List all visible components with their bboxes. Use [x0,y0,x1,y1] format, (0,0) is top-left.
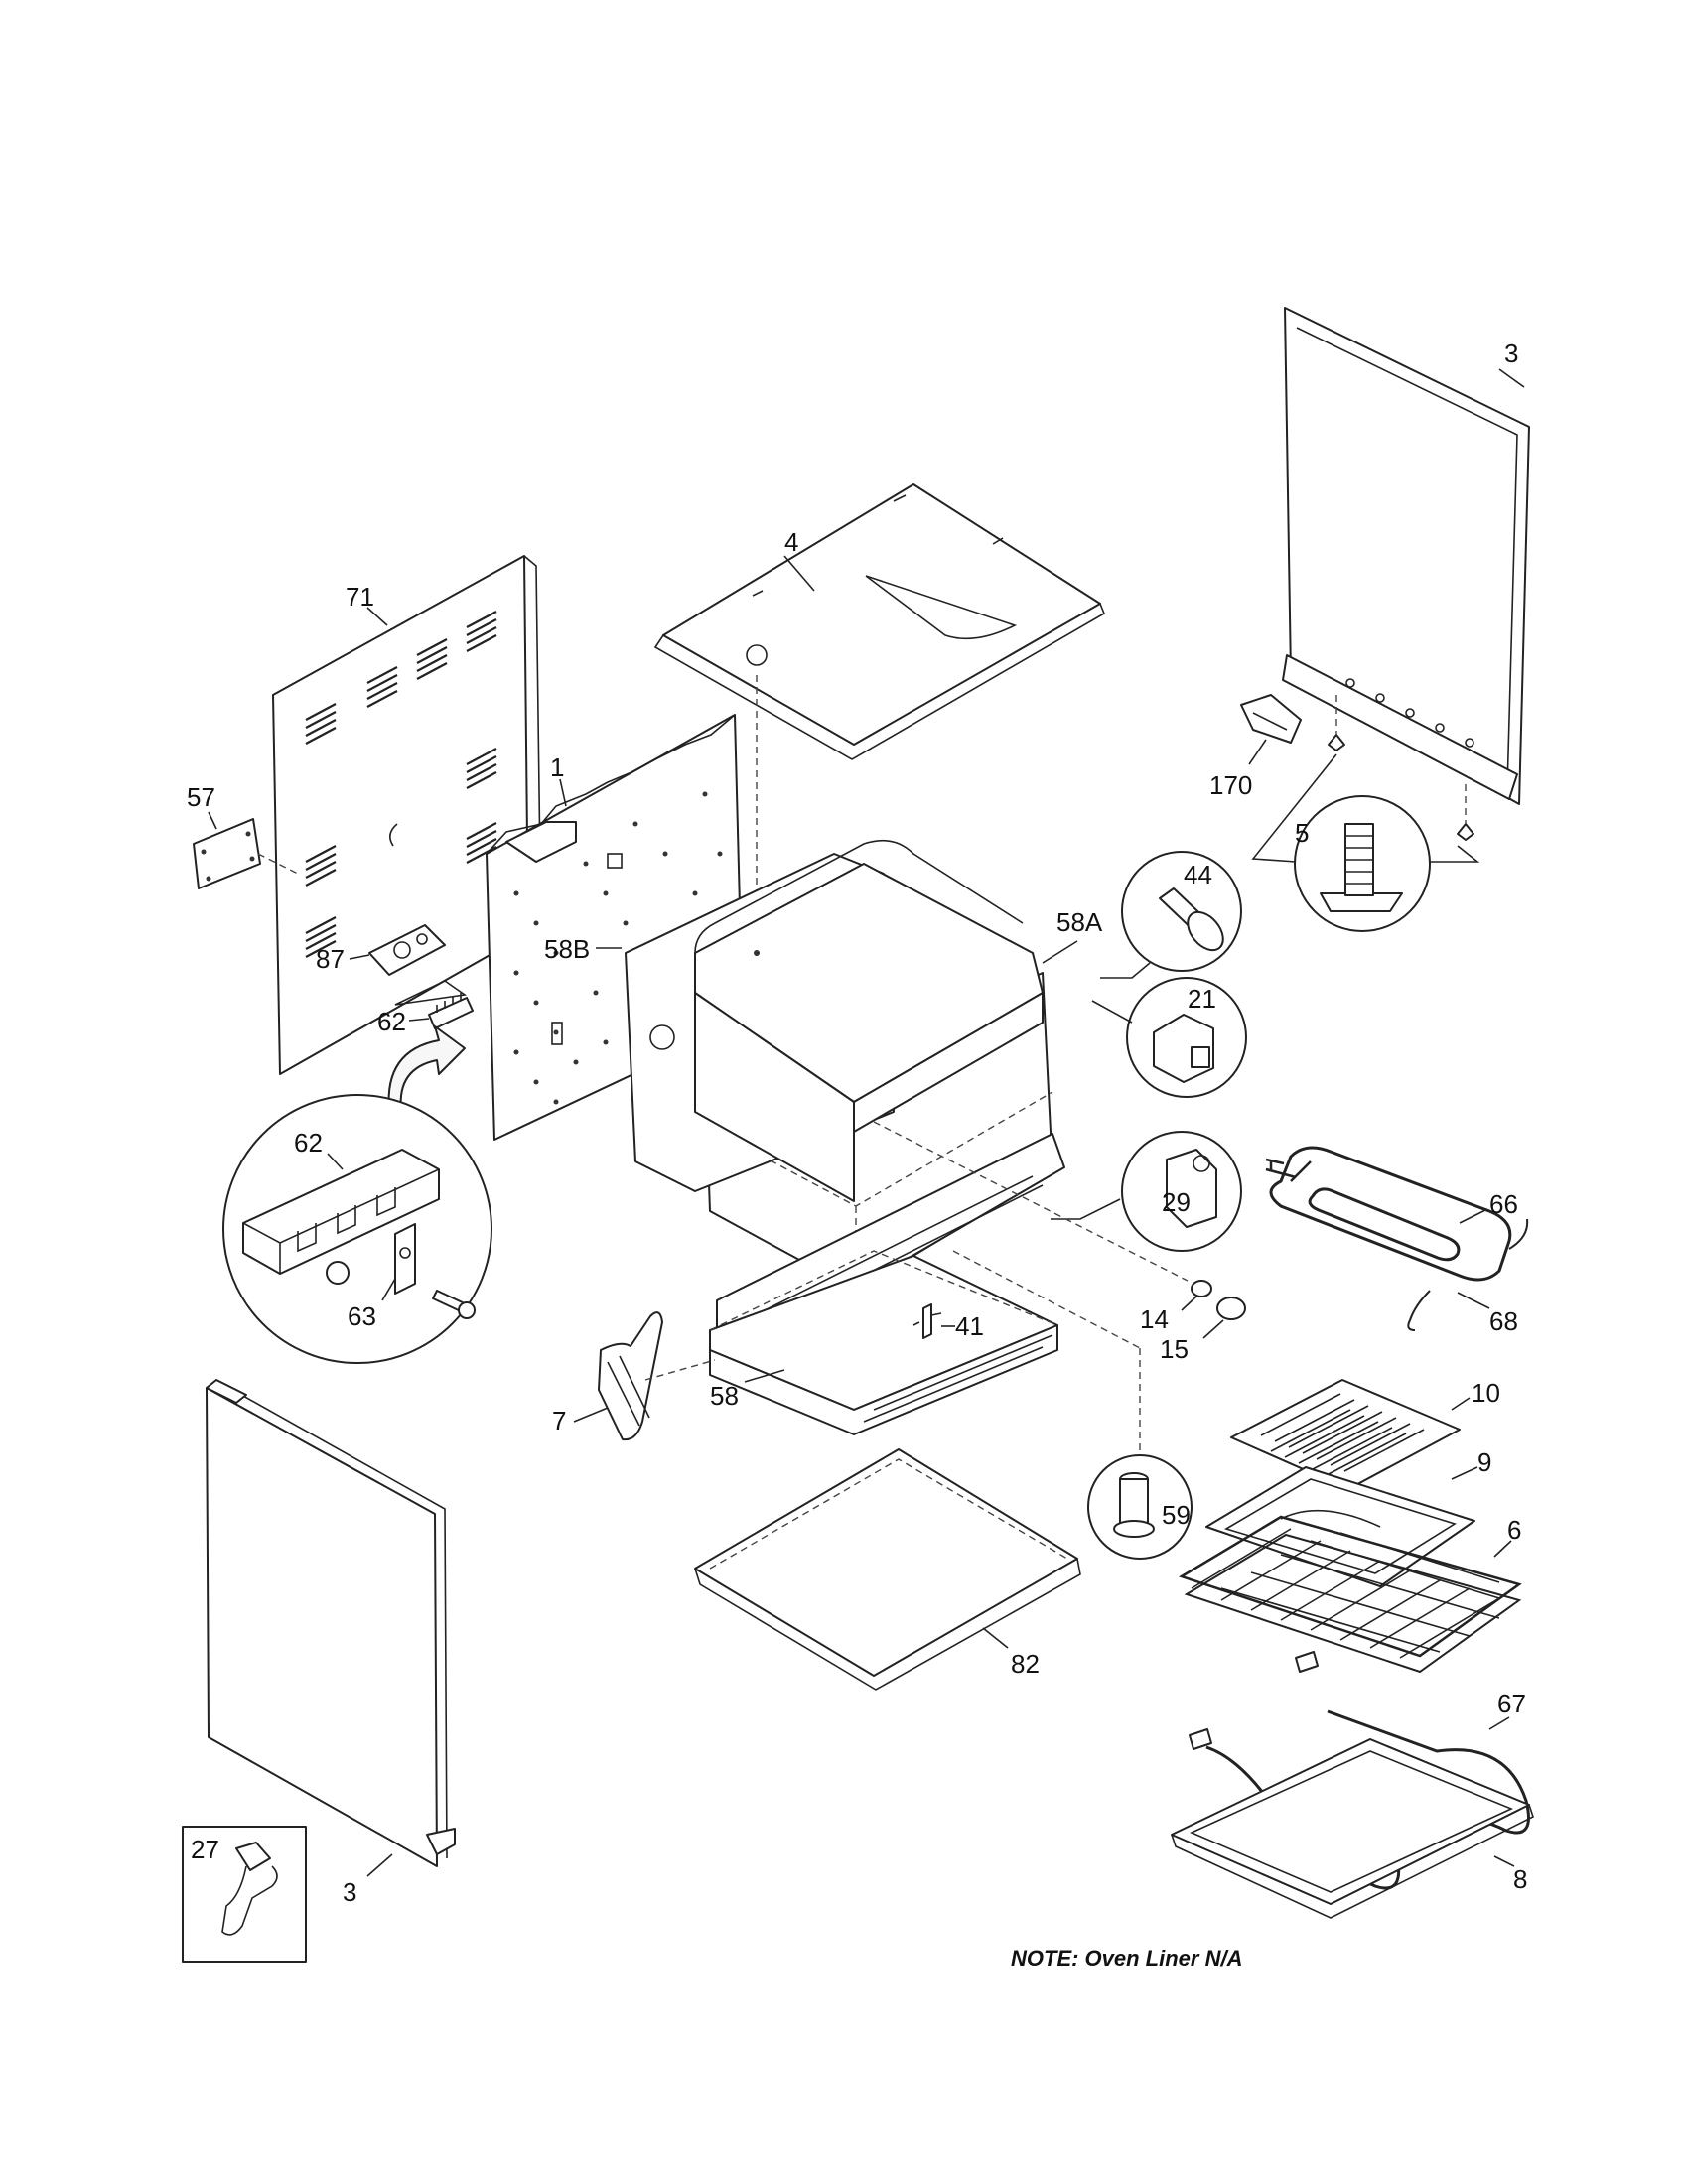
label-82: 82 [1011,1649,1040,1679]
bottom-panel-82 [694,1448,1081,1691]
switch-detail-29 [1121,1131,1242,1252]
label-87: 87 [316,944,345,974]
label-21: 21 [1188,984,1216,1014]
bracket-170 [1240,694,1302,744]
cover-plate-57 [193,818,261,889]
label-66: 66 [1489,1189,1518,1219]
label-58b: 58B [544,934,590,964]
part-27-box [182,1826,307,1963]
label-1: 1 [550,752,564,782]
light-bulb-14-15 [1191,1280,1246,1320]
back-panel-71 [272,555,542,1075]
label-62-detail: 62 [294,1128,323,1158]
side-panel-left [206,1379,456,1867]
lamp-socket-detail-21 [1126,977,1247,1098]
label-44: 44 [1184,860,1212,889]
label-59: 59 [1162,1500,1191,1530]
label-10: 10 [1472,1378,1500,1408]
oven-rack-6 [1179,1515,1522,1674]
label-6: 6 [1507,1515,1521,1545]
screw-icon [1328,734,1474,841]
terminal-block-detail [222,1094,492,1364]
label-14: 14 [1140,1304,1169,1334]
label-57: 57 [187,782,215,812]
label-68: 68 [1489,1306,1518,1336]
vent-slots [305,611,497,958]
foot-detail-59 [1087,1454,1193,1560]
label-4: 4 [784,527,798,557]
note-text: NOTE: Oven Liner N/A [1011,1946,1242,1971]
label-62-small: 62 [377,1007,406,1036]
curved-arrow-icon [387,1025,466,1111]
label-27: 27 [191,1835,219,1864]
label-3-left: 3 [343,1877,356,1907]
label-67: 67 [1497,1689,1526,1718]
insulation-58a [625,839,1044,1202]
door-hinge-7 [598,1311,663,1441]
label-9: 9 [1477,1447,1491,1477]
knob-detail-44 [1121,851,1242,972]
bottom-insulation-58 [709,1250,1058,1435]
label-5: 5 [1295,818,1309,848]
label-170: 170 [1209,770,1252,800]
door-sensor-41 [912,1303,942,1339]
top-support-4 [653,483,1105,760]
label-71: 71 [346,582,374,612]
terminal-strip-62 [428,993,474,1029]
label-29: 29 [1162,1187,1191,1217]
side-panel-right [1282,307,1530,805]
broil-element-66 [1265,1146,1529,1331]
label-3-right: 3 [1504,339,1518,368]
label-8: 8 [1513,1864,1527,1894]
oven-bottom-8 [1171,1738,1534,1919]
terminal-block-87 [368,924,468,1006]
label-41: 41 [955,1311,984,1341]
label-63: 63 [348,1301,376,1331]
broiler-pan-9 [1205,1466,1475,1587]
label-58: 58 [710,1381,739,1411]
leveling-leg-detail-5 [1251,753,1480,932]
label-15: 15 [1160,1334,1189,1364]
label-58a: 58A [1056,907,1103,937]
broiler-grid-10 [1230,1379,1461,1490]
label-7: 7 [552,1406,566,1435]
